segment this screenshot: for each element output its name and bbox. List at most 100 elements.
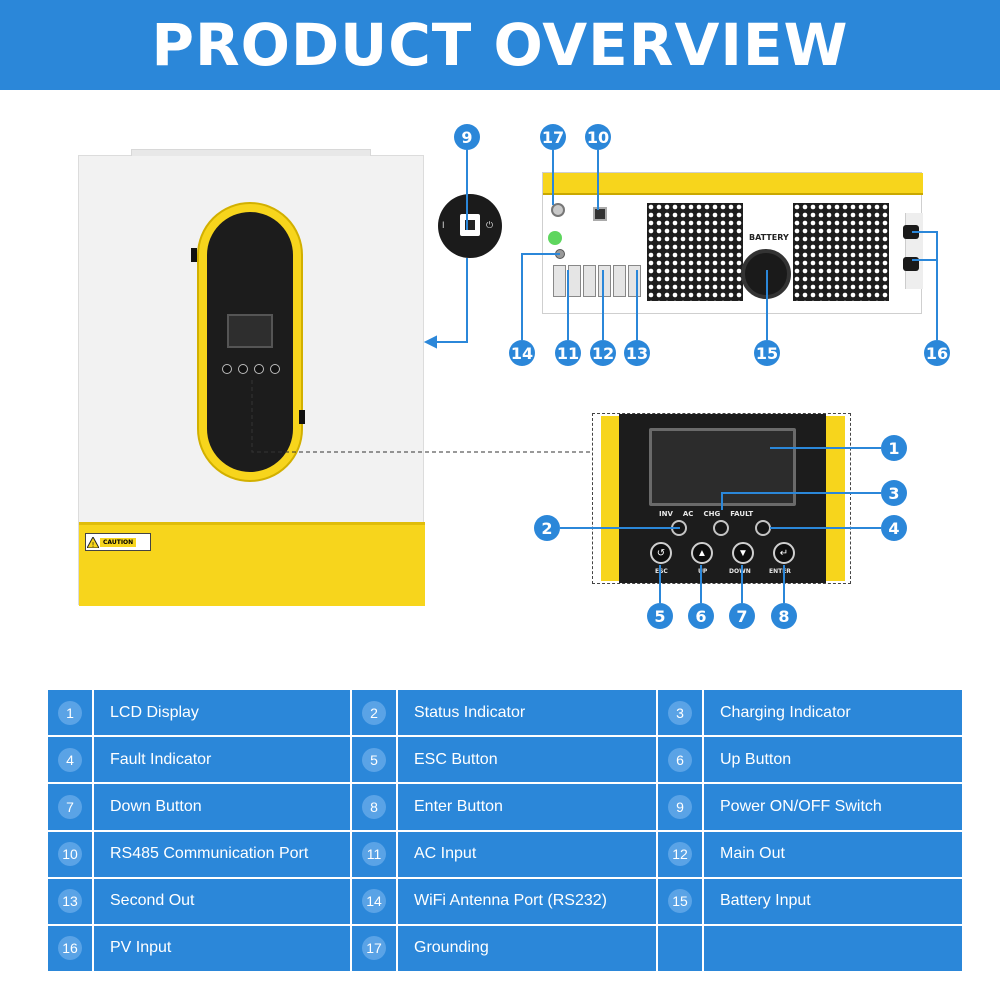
legend-number-cell: 5 <box>352 737 396 783</box>
legend-number-cell: 16 <box>48 925 92 971</box>
legend-number-cell: 17 <box>352 925 396 971</box>
status-led <box>671 520 687 536</box>
indicator-labels: INV AC CHG FAULT <box>659 510 753 518</box>
vent-grill-right <box>793 203 889 301</box>
esc-key-icon: ↺ <box>650 542 672 564</box>
zoom-black-face: INV AC CHG FAULT ↺ ▲ ▼ ↵ ESC UP DOWN ENT… <box>619 414 826 583</box>
charging-led <box>713 520 729 536</box>
inverter-down-key <box>254 364 264 374</box>
zoom-lcd-display <box>649 428 796 506</box>
legend-label: Charging Indicator <box>704 690 962 736</box>
legend-label: ESC Button <box>398 737 656 783</box>
legend-number-cell: 7 <box>48 784 92 830</box>
terminal-block <box>583 265 596 297</box>
down-key-label: DOWN <box>729 568 751 575</box>
legend-number-badge: 4 <box>58 747 82 772</box>
inverter-bottom-view: BATTERY <box>542 172 923 314</box>
green-indicator-icon <box>548 231 562 245</box>
battery-label: BATTERY <box>749 233 789 242</box>
callout-10: 10 <box>585 124 611 150</box>
legend-number-badge: 15 <box>668 889 692 914</box>
header-banner: PRODUCT OVERVIEW <box>0 0 1000 90</box>
power-switch-inset: I ⏻ <box>438 194 502 258</box>
callout-4: 4 <box>881 515 907 541</box>
callout-3: 3 <box>881 480 907 506</box>
caution-sticker: ! CAUTION <box>85 533 151 551</box>
pv-connector-icon <box>903 225 919 239</box>
legend-label: Status Indicator <box>398 690 656 736</box>
legend-number-badge: 12 <box>668 842 692 867</box>
callout-11: 11 <box>555 340 581 366</box>
legend-number-badge: 17 <box>362 936 386 961</box>
terminal-block <box>553 265 566 297</box>
arrow-head-icon <box>423 335 437 349</box>
legend-number-badge: 5 <box>362 747 386 772</box>
callout-16: 16 <box>924 340 950 366</box>
legend-number-badge: 7 <box>58 794 82 819</box>
legend-number-cell: 11 <box>352 831 396 877</box>
warning-triangle-icon: ! <box>86 535 100 549</box>
callout-13: 13 <box>624 340 650 366</box>
terminal-block <box>613 265 626 297</box>
power-icon: ⏻ <box>486 220 494 230</box>
terminal-block <box>568 265 581 297</box>
legend-number-cell: 4 <box>48 737 92 783</box>
legend-number-cell: 10 <box>48 831 92 877</box>
legend-label: Power ON/OFF Switch <box>704 784 962 830</box>
inverter-yellow-base: ! CAUTION <box>79 522 425 606</box>
bottom-yellow-strip <box>543 173 923 195</box>
indicator-label-chg: CHG <box>703 510 721 518</box>
legend-number-badge: 14 <box>362 889 386 914</box>
output-terminals <box>553 265 641 297</box>
legend-number-cell: 14 <box>352 878 396 924</box>
callout-1: 1 <box>881 435 907 461</box>
legend-label: RS485 Communication Port <box>94 831 350 877</box>
battery-cable-gland-icon <box>741 249 791 299</box>
terminal-block <box>628 265 641 297</box>
pv-connector-icon <box>903 257 919 271</box>
callout-17: 17 <box>540 124 566 150</box>
inverter-panel-face <box>207 212 293 472</box>
legend-number-cell: 3 <box>658 690 702 736</box>
legend-number-cell: 13 <box>48 878 92 924</box>
legend-label: WiFi Antenna Port (RS232) <box>398 878 656 924</box>
legend-number-badge: 6 <box>668 747 692 772</box>
legend-number-cell: 1 <box>48 690 92 736</box>
callout-6: 6 <box>688 603 714 629</box>
legend-number-badge: 11 <box>362 842 386 867</box>
callout-2: 2 <box>534 515 560 541</box>
legend-number-cell: 9 <box>658 784 702 830</box>
fault-led <box>755 520 771 536</box>
enter-key-icon: ↵ <box>773 542 795 564</box>
up-key-icon: ▲ <box>691 542 713 564</box>
legend-number-badge: 8 <box>362 794 386 819</box>
terminal-block <box>598 265 611 297</box>
inverter-esc-key <box>222 364 232 374</box>
legend-label: AC Input <box>398 831 656 877</box>
legend-number-cell: 12 <box>658 831 702 877</box>
legend-number-cell: 15 <box>658 878 702 924</box>
inverter-front-view: ! CAUTION <box>78 149 425 606</box>
caution-label: CAUTION <box>100 537 137 547</box>
inverter-enter-key <box>270 364 280 374</box>
down-key-icon: ▼ <box>732 542 754 564</box>
callout-12: 12 <box>590 340 616 366</box>
legend-number-badge: 16 <box>58 936 82 961</box>
inverter-lcd-screen <box>227 314 273 348</box>
callout-7: 7 <box>729 603 755 629</box>
esc-key-label: ESC <box>655 568 668 575</box>
zoom-yellow-right <box>823 416 845 581</box>
legend-number-badge: 13 <box>58 889 82 914</box>
up-key-label: UP <box>698 568 708 575</box>
panel-left-tab <box>191 248 197 262</box>
panel-right-tab <box>299 410 305 424</box>
rocker-switch <box>460 214 480 236</box>
inverter-top-edge <box>131 149 371 156</box>
leader-line-9-arrow <box>430 258 468 343</box>
legend-number-badge: 1 <box>58 700 82 725</box>
wifi-antenna-port-icon <box>555 249 565 259</box>
legend-label: Up Button <box>704 737 962 783</box>
vent-grill-left <box>647 203 743 301</box>
indicator-label-inv: INV <box>659 510 673 518</box>
